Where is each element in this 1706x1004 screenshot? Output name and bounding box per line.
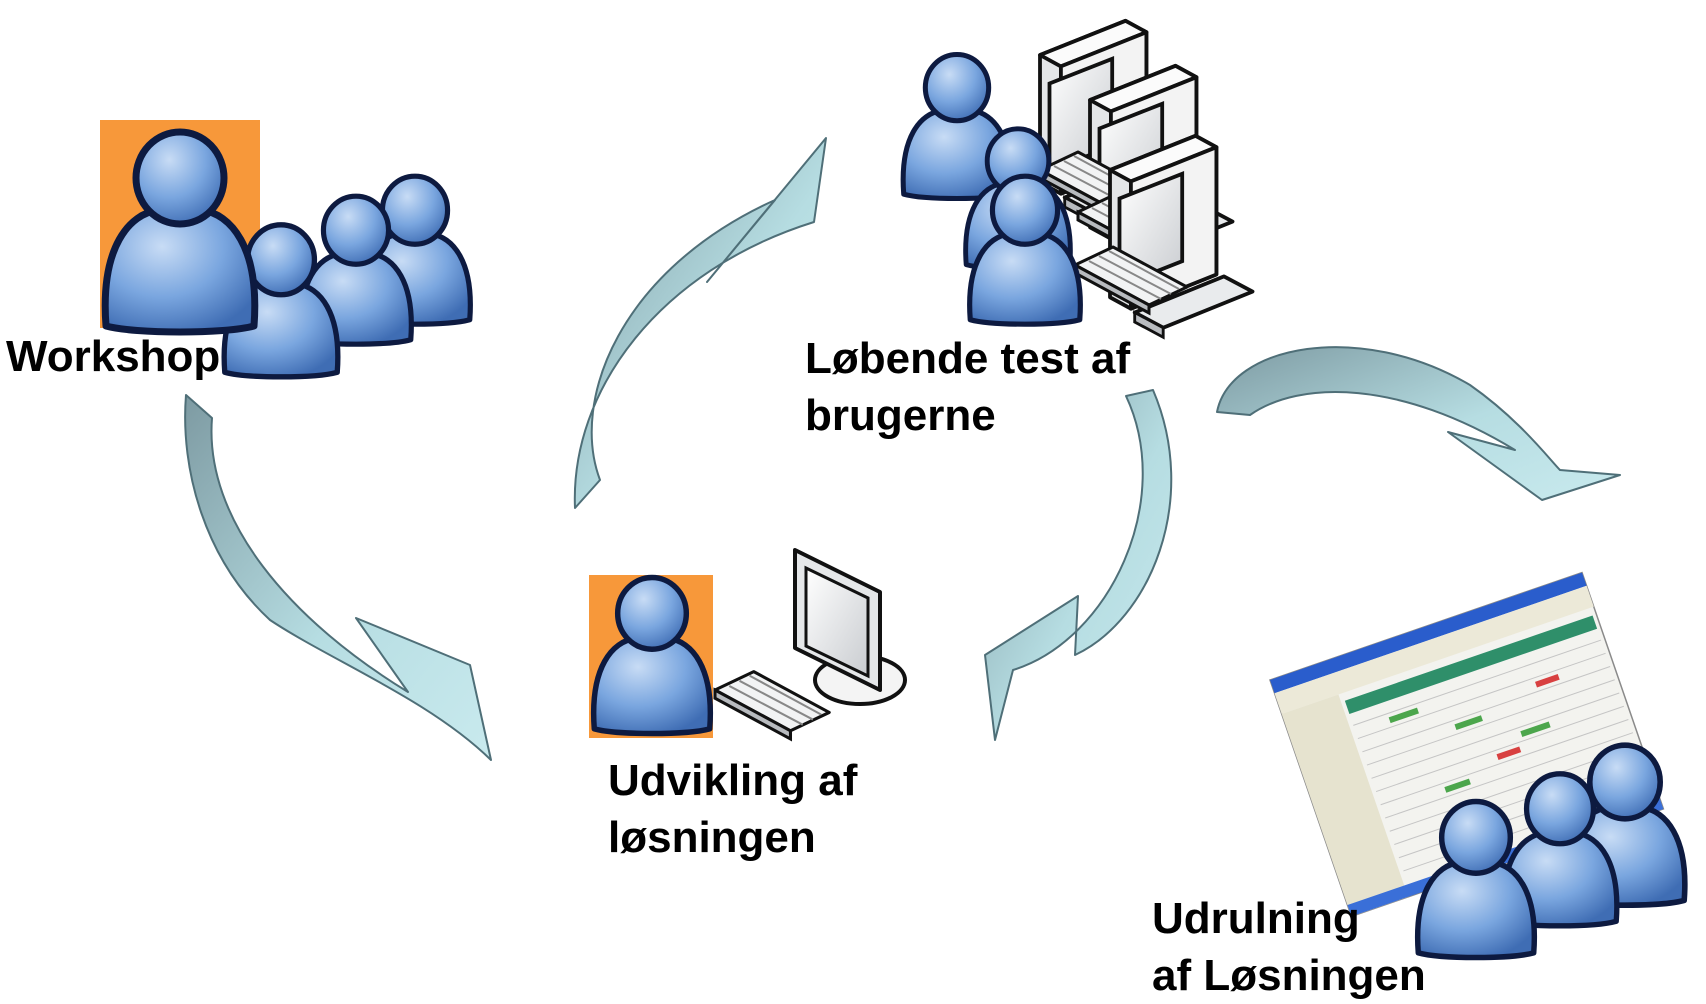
arrow-test-to-development bbox=[984, 389, 1173, 741]
workshop-group-icon bbox=[100, 120, 470, 377]
test-label-line1: Løbende test af bbox=[805, 334, 1131, 383]
development-label: Udvikling af løsningen bbox=[608, 752, 857, 866]
monitor-icon bbox=[793, 548, 907, 706]
deployment-label-line1: Udrulning bbox=[1152, 894, 1360, 943]
test-label-line2: brugerne bbox=[805, 391, 996, 440]
development-label-line1: Udvikling af bbox=[608, 756, 858, 805]
deployment-label: Udrulning af Løsningen bbox=[1152, 890, 1426, 1004]
arrow-development-to-test bbox=[573, 137, 827, 509]
workshop-label-text: Workshop bbox=[6, 332, 221, 381]
development-label-line2: løsningen bbox=[608, 813, 816, 862]
deployment-label-line2: af Løsningen bbox=[1152, 951, 1426, 1000]
deployment-screen-icon bbox=[1269, 571, 1685, 958]
test-users-computers-icon bbox=[903, 18, 1255, 340]
developer-computer-icon bbox=[589, 548, 907, 741]
workshop-label: Workshop bbox=[6, 328, 220, 385]
arrow-test-to-deployment bbox=[1216, 346, 1621, 501]
arrow-workshop-to-development bbox=[184, 394, 492, 761]
test-label: Løbende test af brugerne bbox=[805, 330, 1130, 444]
